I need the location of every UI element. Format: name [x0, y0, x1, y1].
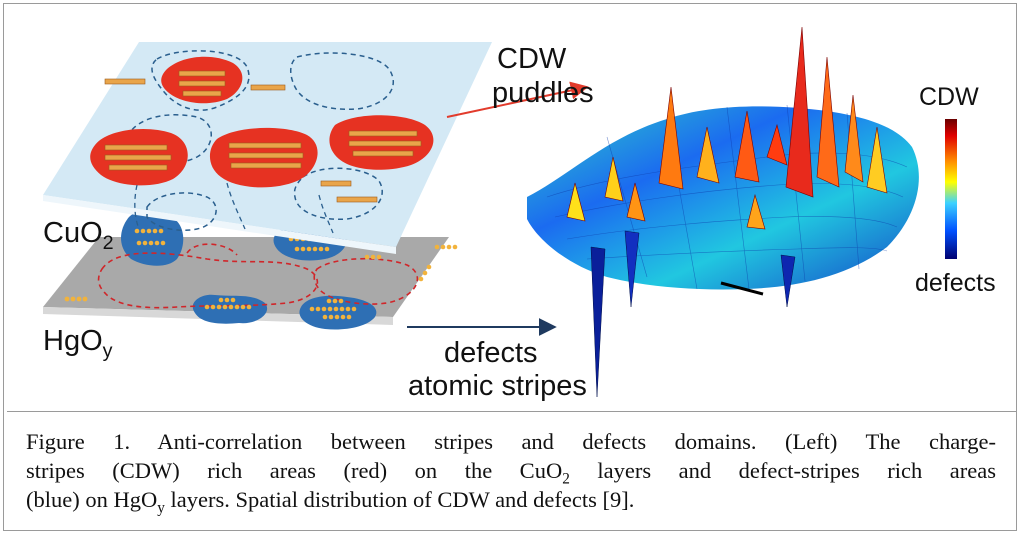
caption-line-2: stripes (CDW) rich areas (red) on the Cu… — [26, 458, 997, 488]
figure-caption: Figure 1. Anti-correlation between strip… — [26, 427, 997, 517]
figure-frame: CDW puddles CuO2 HgOy defects atomic str… — [3, 3, 1017, 531]
defects-label-line1: defects — [444, 337, 538, 369]
interlayer-dashes — [134, 182, 334, 234]
colorbar-top-label: CDW — [919, 83, 979, 111]
scale-bar — [720, 281, 764, 296]
cdw-arrow — [446, 81, 589, 118]
defects-label-line2: atomic stripes — [408, 370, 587, 402]
figure-illustration: CDW puddles CuO2 HgOy defects atomic str… — [7, 7, 1017, 412]
colorbar-bottom-label: defects — [915, 269, 996, 297]
hgoy-label: HgOy — [43, 325, 113, 362]
hgoy-dashed-boundaries — [97, 243, 419, 309]
cdw-puddles-label-line1: CDW — [497, 43, 567, 75]
caption-line-3: (blue) on HgOy layers. Spatial distribut… — [26, 487, 635, 517]
cdw-surface-plot — [527, 26, 919, 398]
figure-graphic — [43, 26, 957, 398]
cuo2-plane — [43, 42, 492, 254]
cdw-puddles-label-line2: puddles — [492, 77, 594, 109]
defect-dips — [590, 230, 796, 398]
hgoy-atomic-stripes — [64, 228, 458, 320]
cdw-peaks — [566, 26, 888, 230]
cdw-stripes-on-puddles — [104, 70, 422, 203]
caption-line-1: Figure 1. Anti-correlation between strip… — [26, 429, 996, 454]
hgoy-plane — [43, 210, 458, 330]
colorbar — [945, 119, 957, 259]
cuo2-dashed-boundaries — [123, 50, 395, 231]
cuo2-label: CuO2 — [43, 217, 114, 254]
